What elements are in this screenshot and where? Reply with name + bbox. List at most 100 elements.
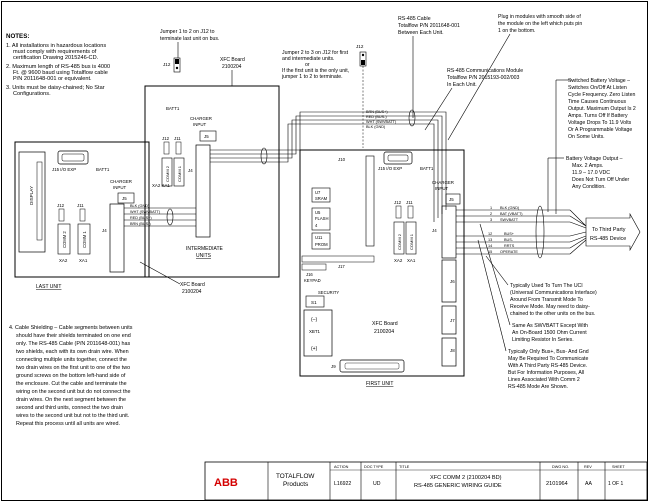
first-wire-swvbatt: SWVBATT bbox=[500, 218, 519, 222]
j12-first-jumper: J12 bbox=[356, 44, 367, 148]
callout-batt-output-line-3: 11.9 – 17.0 VDC bbox=[572, 170, 610, 176]
note-4-line-11: second and third units, connect the two … bbox=[16, 405, 123, 411]
mid-comm2-slot bbox=[161, 157, 173, 187]
callout-same-as-line-2: An On-Board 1500 Ohm Current bbox=[512, 330, 587, 336]
xfc-last-line-1: XFC Board bbox=[180, 282, 205, 288]
last-unit-board: DISPLAY J15 I/O EXP BATT1 CHARGER INPUT … bbox=[14, 141, 150, 290]
mid-charger-label-2: INPUT bbox=[193, 122, 206, 127]
s1-label: S1 bbox=[311, 300, 317, 305]
security-label: SECURITY bbox=[318, 290, 339, 295]
notes-top: NOTES: 1. All installations in hazardous… bbox=[6, 33, 110, 97]
first-j15-label: J15 I/O EXP bbox=[378, 166, 402, 171]
note-3-line-2: Configurations. bbox=[13, 91, 51, 97]
callout-switched-battery: Switched Battery Voltage – Switches On/O… bbox=[555, 78, 636, 214]
first-wire-busp: BUS+ bbox=[504, 232, 515, 236]
pin-12: 12 bbox=[488, 232, 492, 236]
note-2-line-1: 2. Maximum length of RS-485 bus is 4000 bbox=[6, 64, 110, 70]
callout-rs485-cable-line-3: Between Each Unit. bbox=[398, 30, 444, 36]
mid-wire-red: RED (BUS-) bbox=[366, 115, 387, 119]
rev-header: REV bbox=[584, 465, 592, 469]
s1-switch[interactable] bbox=[305, 295, 325, 308]
first-j6-terminal bbox=[441, 259, 457, 303]
callout-jumper-first-line-5: jumper 1 to 2 to terminate. bbox=[281, 74, 343, 80]
callout-bus-only: Typically Only Bus+, Bus- And Gnd May Be… bbox=[477, 239, 589, 390]
division-line-1: TOTALFLOW bbox=[276, 473, 315, 480]
u5-flash bbox=[311, 207, 331, 231]
callout-uci-line-3: Around From Transmit Mode To bbox=[510, 297, 583, 303]
xbt1-label: XBT1 bbox=[309, 329, 321, 334]
note-4-line-1: 4. Cable Shielding – Cable segments betw… bbox=[9, 325, 133, 331]
title-block: ABB TOTALFLOW Products ACTION L16922 DOC… bbox=[204, 461, 648, 501]
note-4-line-9: wiring on the second unit but do not con… bbox=[15, 389, 130, 395]
callout-comm-module-line-3: In Each Unit. bbox=[447, 82, 477, 88]
last-charger-label-1: CHARGER bbox=[110, 179, 132, 184]
xfc-last-label: XFC Board 2100204 bbox=[139, 261, 205, 295]
callout-bus-only-line-6: RS-485 Mode Are Shown. bbox=[508, 384, 568, 390]
pin-2: 2 bbox=[490, 212, 492, 216]
pin-15: 15 bbox=[488, 250, 492, 254]
pin-1: 1 bbox=[490, 206, 492, 210]
last-comm2-slot bbox=[57, 223, 71, 255]
callout-switched-batt-line-6: Amps. Turns Off If Battery bbox=[568, 113, 628, 119]
first-wire-operate: OPERATE bbox=[500, 250, 518, 254]
last-charger-label-2: INPUT bbox=[113, 185, 126, 190]
last-j4-label: J4 bbox=[102, 228, 107, 233]
mid-wire-wht: WHT (SWVBATT) bbox=[366, 120, 397, 124]
last-display-label: DISPLAY bbox=[29, 186, 34, 205]
note-4-line-5: connecting multiple units together, conn… bbox=[16, 357, 127, 363]
sheet-value: 1 OF 1 bbox=[608, 481, 624, 487]
first-j8-label: J8 bbox=[450, 348, 455, 353]
j17-header bbox=[301, 255, 375, 263]
callout-batt-output-line-4: Does Not Turn Off Under bbox=[572, 177, 630, 183]
u7-sram bbox=[311, 187, 331, 203]
callout-switched-batt-line-5: Output. Maximum Output Is 2 bbox=[568, 106, 636, 112]
first-comm2-label: COMM 2 bbox=[397, 233, 402, 250]
callout-same-as-line-1: Same As SWVBATT Except With bbox=[512, 323, 588, 329]
xfc-first-line-1: XFC Board bbox=[372, 321, 398, 327]
intermediate-units-line-1: INTERMEDIATE bbox=[186, 246, 224, 252]
callout-battery-output: Battery Voltage Output – Max. 2 Amps. 11… bbox=[547, 156, 630, 212]
first-xa2-label: XA2 bbox=[394, 258, 403, 263]
u11-prom bbox=[311, 232, 331, 250]
doctype-value: UD bbox=[373, 481, 381, 487]
first-j4-terminal bbox=[441, 205, 457, 259]
xfc-mid-line-1: XFC Board bbox=[220, 57, 245, 63]
callout-plug-in-line-3: 1 on the bottom. bbox=[498, 28, 536, 34]
first-j11-label: J11 bbox=[406, 200, 413, 205]
note-3-line-1: 3. Units must be daisy-chained; No Star bbox=[6, 85, 105, 91]
callout-batt-output-line-2: Max. 2 Amps. bbox=[572, 163, 603, 169]
mid-j5-connector bbox=[199, 130, 217, 142]
callout-switched-batt-line-9: On Some Units. bbox=[568, 134, 605, 140]
last-comm1-slot bbox=[77, 223, 91, 255]
mid-xa2xa1-label: XA2 XA1 bbox=[152, 183, 170, 188]
first-wire-vbatt: BAT (VBATT) bbox=[500, 212, 523, 216]
flash-pin: 4 bbox=[315, 223, 318, 228]
last-j4-terminal bbox=[109, 203, 125, 273]
callout-jumper-first-line-1: Jumper 2 to 3 on J12 for first bbox=[282, 50, 349, 56]
callout-uci: Typically Used To Turn The UCI (Universa… bbox=[485, 255, 597, 317]
mid-charger-label-1: CHARGER bbox=[190, 116, 212, 121]
note-4-line-10: drain wires. On the next segment between… bbox=[16, 397, 126, 403]
xbt1-plus: (+) bbox=[311, 346, 318, 352]
note-1-line-3: certification Drawing 2015246-CD. bbox=[13, 55, 99, 61]
callout-bus-only-line-5: Lines Associated With Comm 2 bbox=[508, 377, 580, 383]
first-j6-label: J6 bbox=[450, 279, 455, 284]
first-charger-label-1: CHARGER bbox=[432, 180, 454, 185]
intermediate-unit-board: XFC Board 2100204 BATT1 CHARGER INPUT J5… bbox=[144, 57, 280, 278]
notes-heading: NOTES: bbox=[6, 33, 29, 40]
dwg-value: 2101964 bbox=[546, 481, 568, 487]
note-4-line-13: Repeat this process until all units are … bbox=[16, 421, 120, 427]
callout-same-as: Same As SWVBATT Except With An On-Board … bbox=[479, 223, 588, 343]
third-party-line-2: RS-485 Device bbox=[590, 236, 626, 242]
last-j12-label: J12 bbox=[57, 203, 65, 208]
rev-value: AA bbox=[585, 481, 592, 487]
last-unit-label: LAST UNIT bbox=[36, 284, 61, 290]
dwg-header: DWG NO. bbox=[552, 465, 569, 469]
mid-wire-brn: BRN (BUS+) bbox=[366, 110, 388, 114]
j9-label: J9 bbox=[331, 364, 336, 369]
mid-j5-label: J5 bbox=[204, 134, 209, 139]
first-comm1-label: COMM 1 bbox=[409, 233, 414, 250]
callout-bus-only-line-4: But For Information Purposes, All bbox=[508, 370, 584, 376]
